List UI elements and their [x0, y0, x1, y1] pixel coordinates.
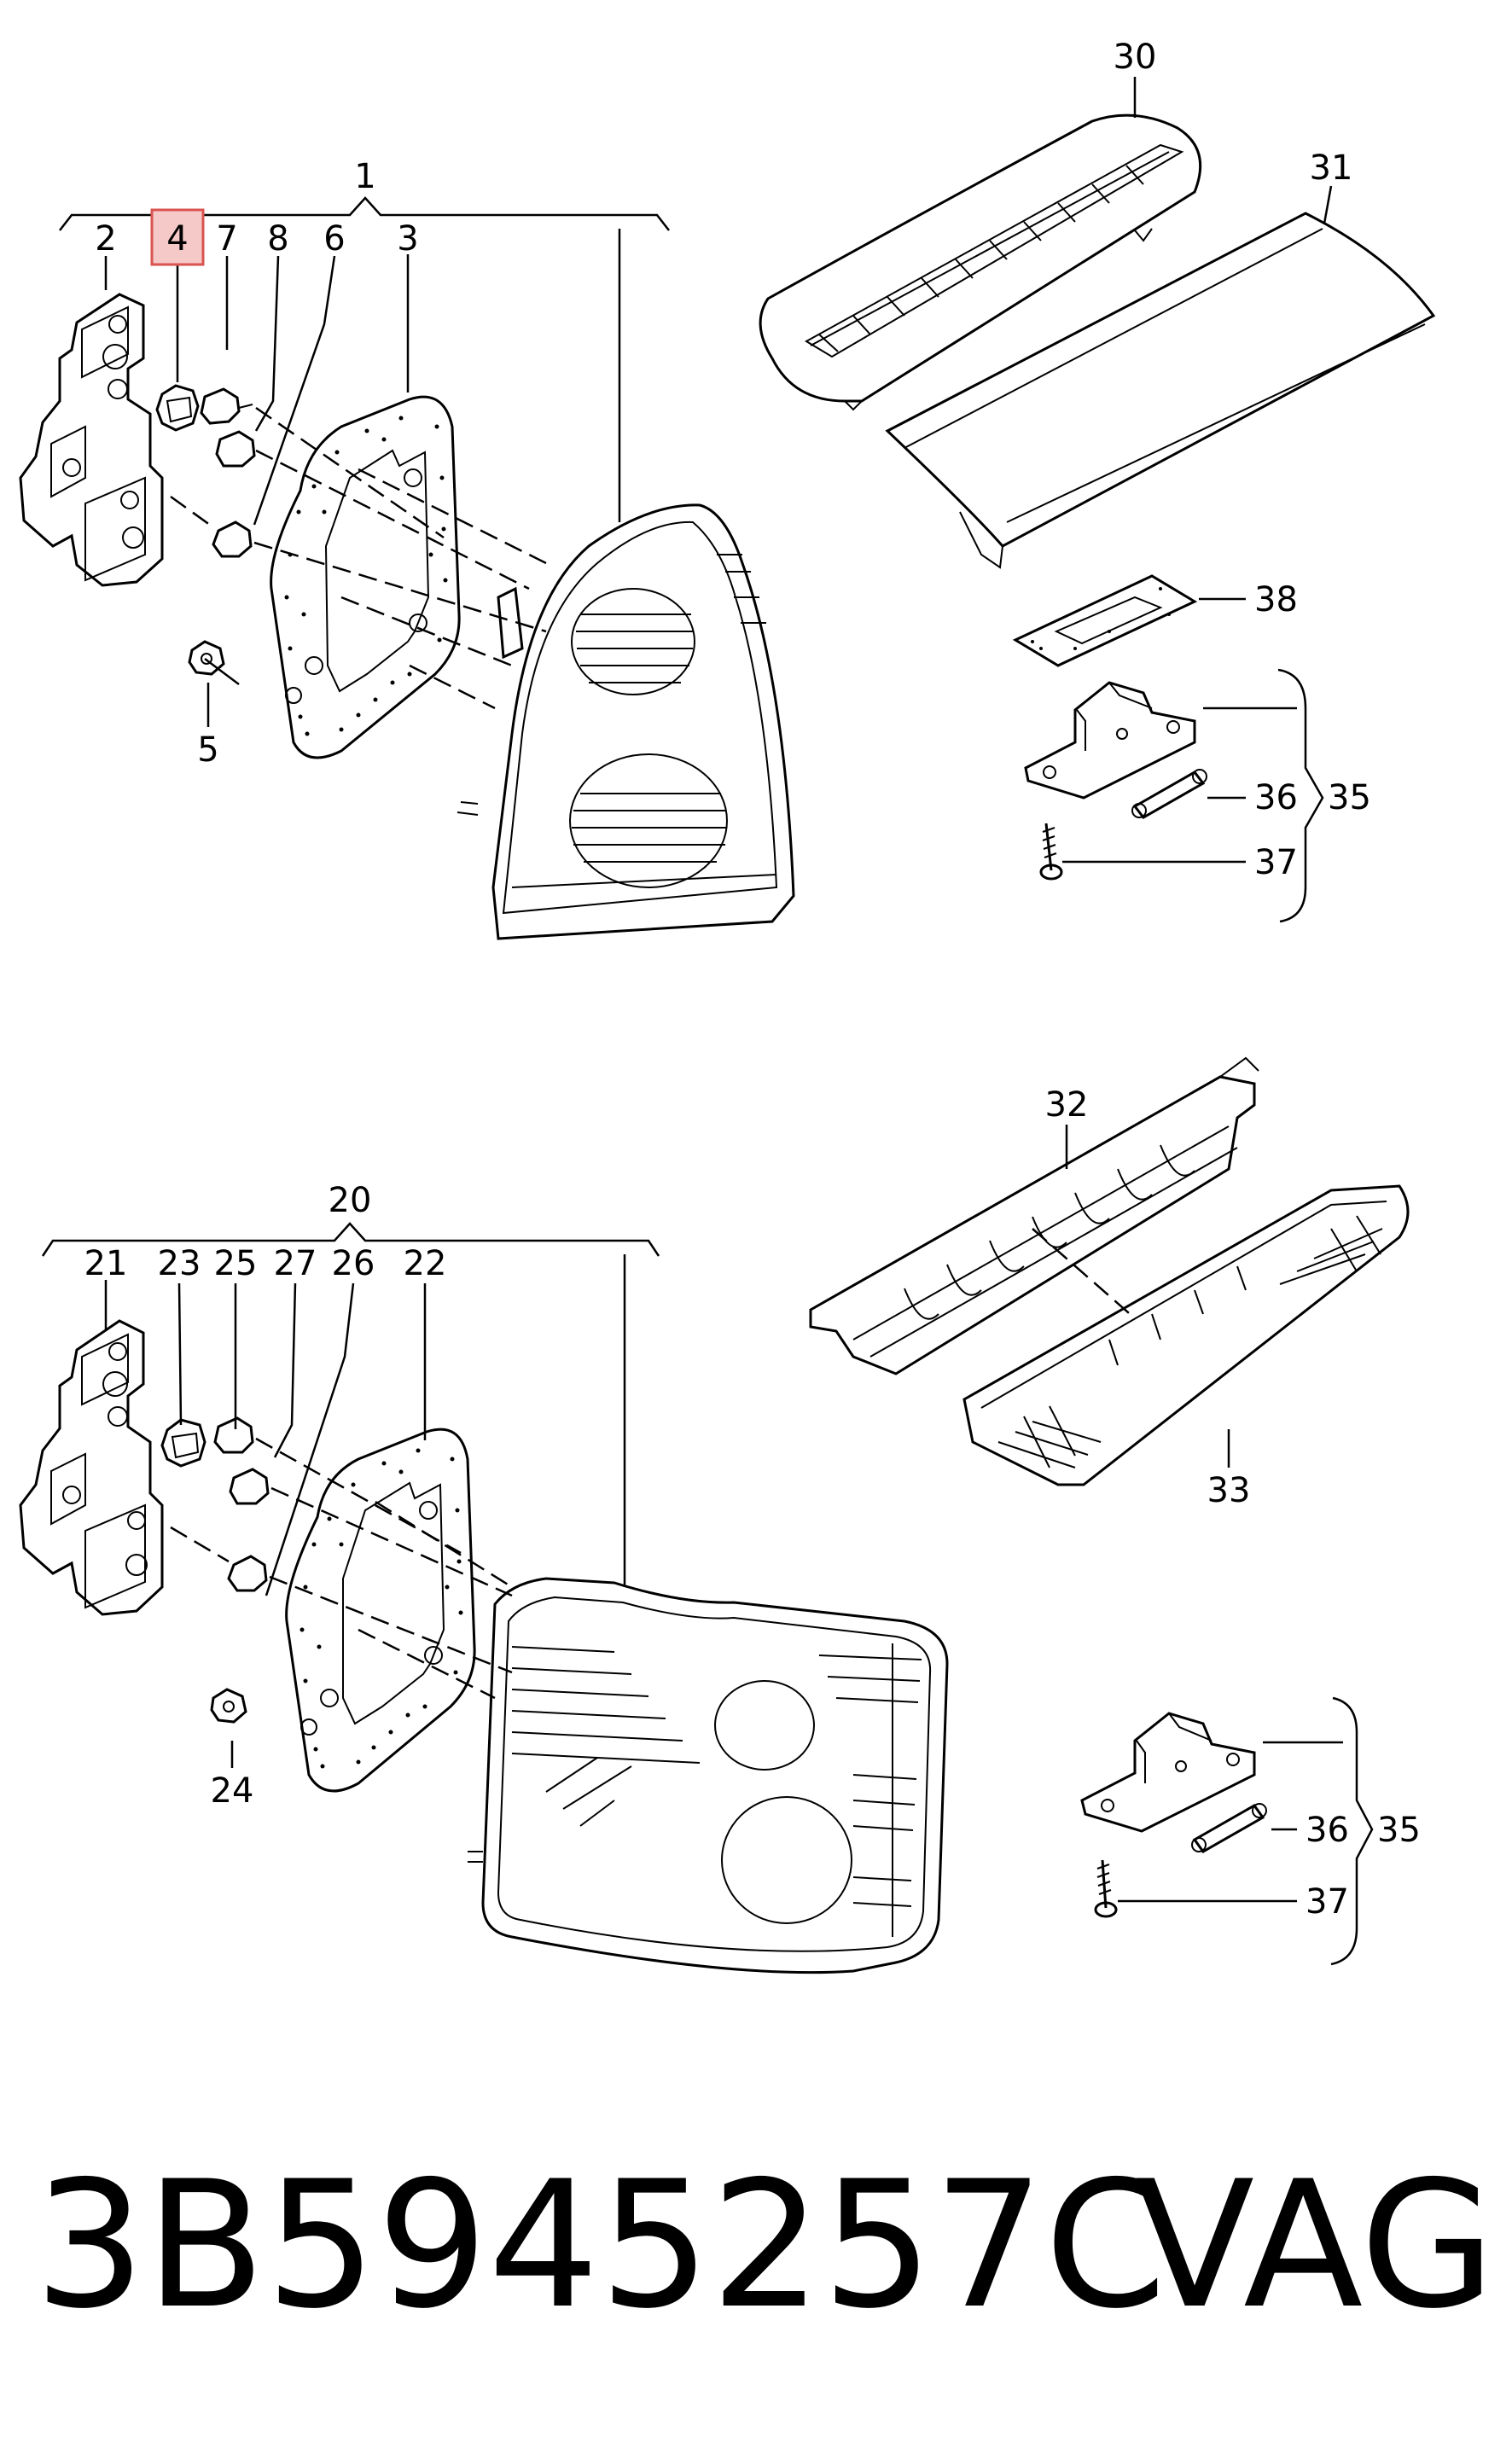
bulb-part-8: [215, 430, 530, 590]
callout-24: 24: [211, 1771, 254, 1811]
brake-light-housing-part-30: [759, 113, 1202, 411]
bulb-holder-part-21: [19, 1319, 164, 1616]
socket-part-4: [155, 384, 200, 432]
callout-25: 25: [214, 1244, 258, 1283]
rear-lamp-sedan-group: 1 2 4 7 8 6 3 5: [19, 157, 795, 940]
callout-2: 2: [95, 219, 116, 259]
bulb-part-26: [170, 1526, 513, 1674]
tail-lamp-housing-wagon: [468, 1577, 949, 1974]
part-number: 3B5945257C: [34, 2144, 1167, 2347]
rear-lamp-wagon-group: 20 21 23 25 27 26 22 24: [19, 1181, 949, 1974]
plate-light-top-group: 38 36 35 37: [1012, 574, 1371, 923]
gasket-part-22: [285, 1428, 513, 1793]
callout-37a: 37: [1254, 843, 1298, 882]
callout-35a: 35: [1328, 778, 1371, 817]
callout-35b: 35: [1377, 1811, 1421, 1850]
bulb-part-6: [170, 495, 547, 633]
callout-38: 38: [1254, 580, 1298, 619]
bulb-part-36-top: [1131, 769, 1207, 819]
callout-26: 26: [332, 1244, 375, 1283]
brake-light-bottom-group: 32 33: [809, 1056, 1410, 1510]
callout-4: 4: [166, 219, 188, 259]
bulb-part-36-bottom: [1191, 1803, 1267, 1853]
callout-21: 21: [84, 1244, 128, 1283]
gasket-part-3: [270, 395, 547, 759]
callout-5: 5: [197, 730, 218, 770]
brake-light-housing-part-32: [809, 1056, 1259, 1375]
callout-30: 30: [1114, 38, 1157, 77]
callout-20: 20: [329, 1181, 372, 1220]
gasket-part-38: [1012, 574, 1198, 667]
group-bracket-wagon: [41, 1222, 660, 1257]
plate-lamp-housing-top: [1024, 681, 1196, 800]
callout-36b: 36: [1306, 1811, 1349, 1850]
socket-part-23: [160, 1418, 206, 1468]
nut-part-5: [188, 640, 225, 676]
callout-33: 33: [1207, 1471, 1251, 1510]
bulb-part-7: [200, 387, 445, 539]
callout-27: 27: [274, 1244, 317, 1283]
callout-31: 31: [1310, 148, 1353, 188]
brand-name: VAG: [1135, 2144, 1496, 2347]
plate-light-bottom-group: 36 35 37: [1080, 1696, 1421, 1966]
callout-8: 8: [267, 219, 288, 259]
callout-4-highlight: [150, 208, 205, 266]
group-bracket: [59, 196, 670, 231]
callout-7: 7: [216, 219, 237, 259]
nut-part-24: [210, 1688, 247, 1724]
callout-23: 23: [158, 1244, 201, 1283]
screw-part-37-bottom: [1094, 1859, 1118, 1918]
callout-1: 1: [354, 157, 375, 196]
callout-32: 32: [1045, 1085, 1089, 1125]
bulb-holder-part-2: [19, 293, 164, 587]
callout-36a: 36: [1254, 778, 1298, 817]
callout-3: 3: [397, 219, 418, 259]
screw-part-37-top: [1039, 823, 1063, 881]
callout-37b: 37: [1306, 1882, 1349, 1922]
plate-lamp-housing-bottom: [1080, 1712, 1256, 1833]
brake-light-cover-part-31: [885, 212, 1436, 569]
callout-22: 22: [404, 1244, 447, 1283]
brake-light-lens-part-33: [962, 1184, 1410, 1486]
callout-6: 6: [323, 219, 345, 259]
brake-light-top-group: 30 31: [759, 38, 1436, 569]
tail-lamp-housing-sedan: [457, 503, 795, 940]
